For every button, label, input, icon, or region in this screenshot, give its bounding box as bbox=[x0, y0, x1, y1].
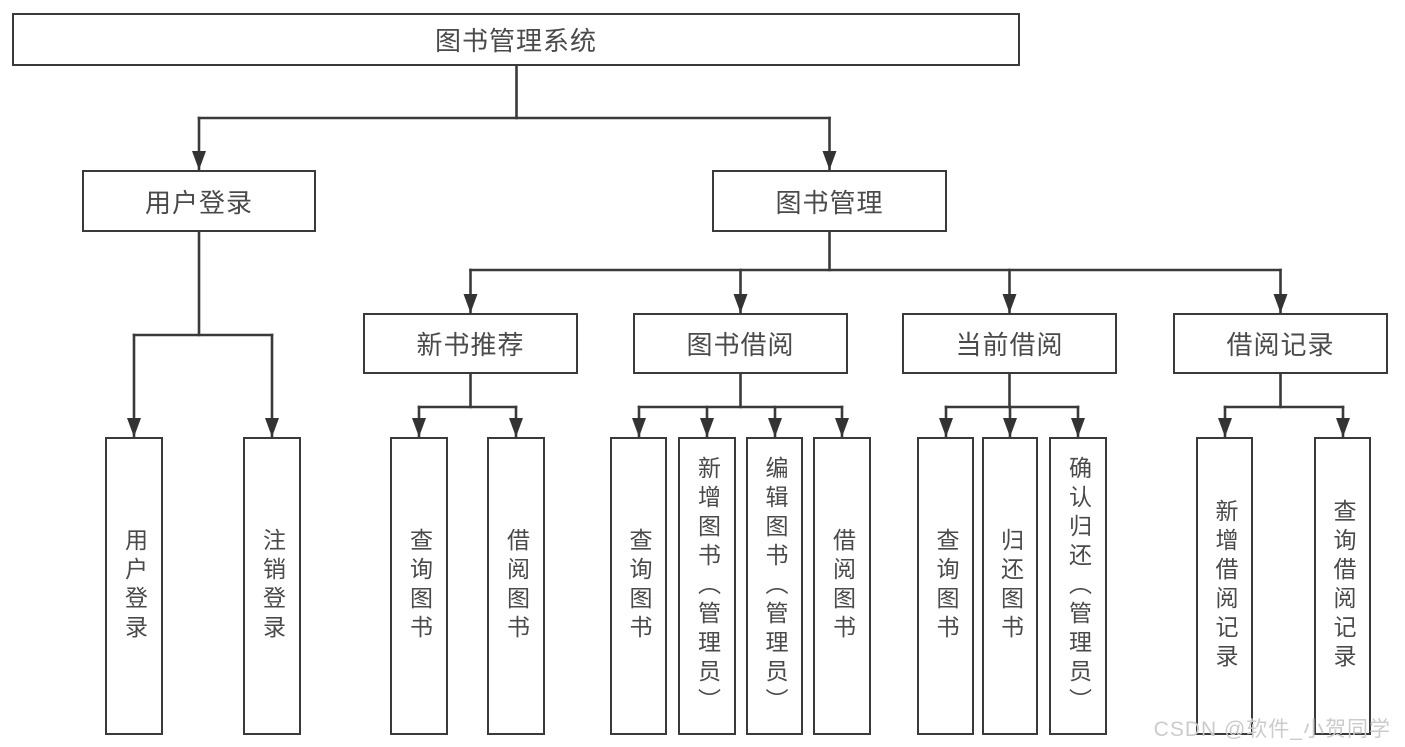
leaf-user-login-label: 用户登录 bbox=[121, 528, 148, 644]
leaf-confirm-return-admin-label: 确认归还（管理员） bbox=[1065, 455, 1092, 717]
node-user-login: 用户登录 bbox=[82, 170, 316, 232]
leaf-borrow-books-2: 借阅图书 bbox=[813, 437, 871, 735]
node-book-borrow: 图书借阅 bbox=[633, 313, 848, 374]
leaf-query-books-3: 查询图书 bbox=[917, 437, 974, 735]
node-borrow-records: 借阅记录 bbox=[1173, 313, 1388, 374]
leaf-add-borrow-record: 新增借阅记录 bbox=[1196, 437, 1253, 735]
node-new-book-recommend: 新书推荐 bbox=[363, 313, 578, 374]
leaf-return-books: 归还图书 bbox=[982, 437, 1038, 735]
leaf-edit-books-admin: 编辑图书（管理员） bbox=[746, 437, 803, 735]
leaf-user-login: 用户登录 bbox=[105, 437, 163, 735]
leaf-add-books-admin-label: 新增图书（管理员） bbox=[694, 455, 721, 717]
leaf-add-borrow-record-label: 新增借阅记录 bbox=[1212, 499, 1238, 673]
leaf-query-books-2-label: 查询图书 bbox=[626, 528, 652, 644]
leaf-borrow-books-2-label: 借阅图书 bbox=[829, 528, 856, 644]
leaf-add-books-admin: 新增图书（管理员） bbox=[678, 437, 736, 735]
leaf-query-books-1: 查询图书 bbox=[390, 437, 448, 735]
leaf-edit-books-admin-label: 编辑图书（管理员） bbox=[762, 455, 788, 717]
node-book-management: 图书管理 bbox=[712, 170, 947, 232]
leaf-query-borrow-record-label: 查询借阅记录 bbox=[1330, 499, 1356, 673]
leaf-logout-label: 注销登录 bbox=[259, 528, 286, 644]
connector-rails bbox=[132, 64, 1345, 409]
leaf-return-books-label: 归还图书 bbox=[997, 528, 1024, 644]
node-current-borrow: 当前借阅 bbox=[902, 313, 1117, 374]
leaf-borrow-books-1-label: 借阅图书 bbox=[503, 528, 530, 644]
node-library-management-system: 图书管理系统 bbox=[12, 13, 1020, 66]
leaf-query-books-2: 查询图书 bbox=[610, 437, 667, 735]
leaf-confirm-return-admin: 确认归还（管理员） bbox=[1049, 437, 1107, 735]
connector-arrows bbox=[127, 116, 1350, 439]
leaf-logout: 注销登录 bbox=[243, 437, 301, 735]
leaf-query-borrow-record: 查询借阅记录 bbox=[1314, 437, 1371, 735]
leaf-borrow-books-1: 借阅图书 bbox=[487, 437, 545, 735]
csdn-watermark: CSDN @软件_小贺同学 bbox=[1153, 718, 1391, 741]
leaf-query-books-1-label: 查询图书 bbox=[406, 528, 433, 644]
leaf-query-books-3-label: 查询图书 bbox=[933, 528, 959, 644]
